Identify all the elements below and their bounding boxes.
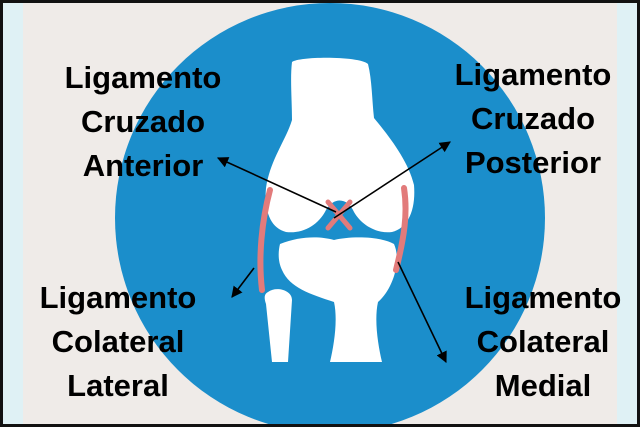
label-line: Anterior — [82, 148, 204, 183]
fibula-bone — [264, 289, 292, 362]
label-medial-collateral-ligament: Ligamento Colateral Medial — [423, 276, 637, 408]
label-lateral-collateral-ligament: Ligamento Colateral Lateral — [3, 276, 238, 408]
tibia-bone — [278, 237, 397, 362]
arrow-posterior-cruciate — [333, 141, 451, 219]
label-line: Ligamento — [64, 60, 222, 95]
label-line: Ligamento — [39, 280, 197, 315]
label-line: Medial — [494, 368, 592, 403]
knee-illustration — [115, 3, 545, 424]
label-line: Cruzado — [81, 104, 205, 139]
medial-collateral-ligament — [393, 185, 409, 273]
label-line: Ligamento — [454, 57, 612, 92]
label-line: Ligamento — [464, 280, 622, 315]
label-line: Lateral — [67, 368, 169, 403]
background-circle — [115, 3, 545, 424]
label-line: Cruzado — [471, 101, 595, 136]
label-line: Colateral — [476, 324, 610, 359]
arrow-lateral-collateral — [231, 267, 255, 298]
femur-bone — [265, 57, 415, 233]
arrow-medial-collateral — [397, 261, 447, 364]
label-line: Posterior — [464, 145, 602, 180]
label-anterior-cruciate-ligament: Ligamento Cruzado Anterior — [23, 56, 263, 188]
arrow-anterior-cruciate — [216, 157, 337, 213]
label-line: Colateral — [51, 324, 185, 359]
lateral-collateral-ligament — [257, 187, 273, 293]
right-edge-strip — [617, 3, 637, 424]
label-posterior-cruciate-ligament: Ligamento Cruzado Posterior — [413, 53, 637, 185]
left-edge-strip — [3, 3, 23, 424]
